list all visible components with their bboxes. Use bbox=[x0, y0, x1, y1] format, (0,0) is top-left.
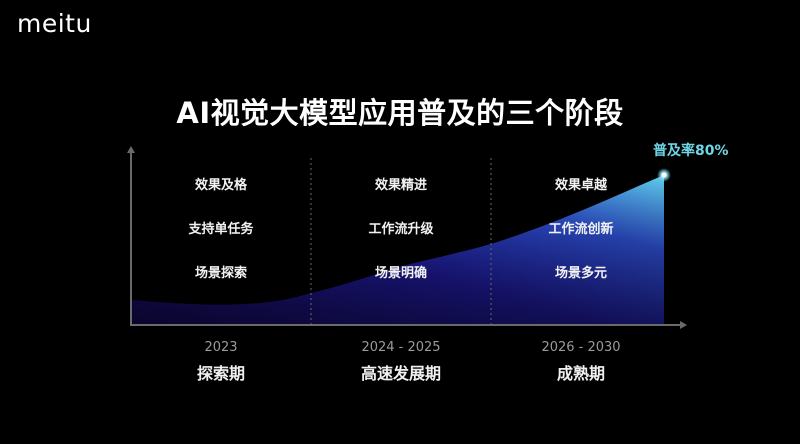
slide-title: AI视觉大模型应用普及的三个阶段 bbox=[176, 96, 624, 130]
stage-3-phase: 成熟期 bbox=[556, 364, 605, 383]
stage-1-phase: 探索期 bbox=[196, 364, 245, 383]
x-axis-arrow-icon bbox=[680, 321, 687, 329]
stage-3-years: 2026 - 2030 bbox=[541, 340, 621, 355]
stage-3-feature-quality: 效果卓越 bbox=[554, 178, 607, 193]
stage-3-feature-workflow: 工作流创新 bbox=[548, 222, 614, 237]
stage-2-feature-scenario: 场景明确 bbox=[374, 266, 427, 281]
adoption-rate-label: 普及率80% bbox=[653, 143, 729, 159]
stage-3-feature-scenario: 场景多元 bbox=[554, 266, 607, 281]
stage-1-years: 2023 bbox=[204, 340, 238, 355]
stage-2-years: 2024 - 2025 bbox=[361, 340, 441, 355]
meitu-logo: meitu bbox=[17, 9, 92, 38]
stage-2-feature-workflow: 工作流升级 bbox=[368, 222, 434, 237]
y-axis-arrow-icon bbox=[127, 146, 135, 153]
stage-1-feature-quality: 效果及格 bbox=[194, 178, 247, 193]
end-point-dot bbox=[661, 172, 667, 178]
stage-1-feature-scenario: 场景探索 bbox=[194, 266, 247, 281]
stage-1-feature-workflow: 支持单任务 bbox=[188, 222, 254, 237]
stage-2-phase: 高速发展期 bbox=[360, 364, 441, 383]
stage-2-feature-quality: 效果精进 bbox=[374, 178, 427, 193]
